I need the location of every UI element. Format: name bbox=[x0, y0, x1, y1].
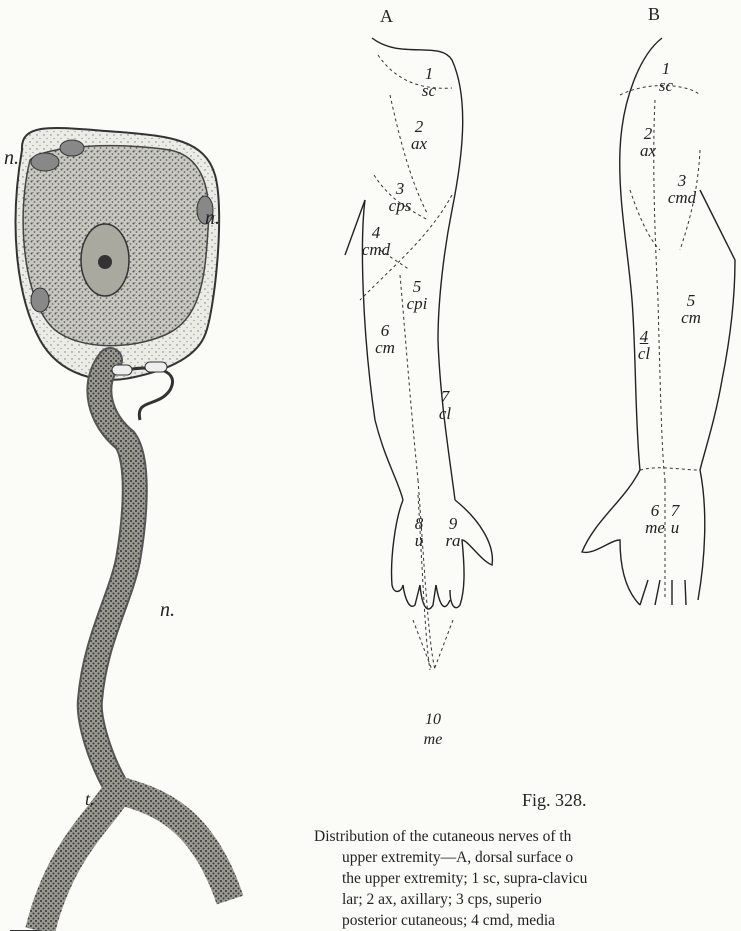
cell-label-n-3: n. bbox=[160, 600, 175, 620]
panel-b-letter: B bbox=[648, 4, 660, 25]
panel-a-letter: A bbox=[380, 6, 393, 27]
figure-number: Fig. 328. bbox=[522, 790, 587, 811]
cell-label-n-2: n. bbox=[205, 208, 220, 228]
caption-line: Distribution of the cutaneous nerves of … bbox=[342, 826, 741, 847]
figure-caption: Distribution of the cutaneous nerves of … bbox=[314, 826, 741, 931]
caption-line: lar; 2 ax, axillary; 3 cps, superio bbox=[314, 889, 741, 910]
nerve-cell-drawing bbox=[10, 128, 230, 931]
caption-line: upper extremity—A, dorsal surface o bbox=[314, 847, 741, 868]
caption-line: the upper extremity; 1 sc, supra-clavicu bbox=[314, 868, 741, 889]
cell-label-t: t. bbox=[85, 790, 95, 808]
caption-line: posterior cutaneous; 4 cmd, media bbox=[314, 910, 741, 931]
cell-label-n-1: n. bbox=[4, 148, 19, 168]
